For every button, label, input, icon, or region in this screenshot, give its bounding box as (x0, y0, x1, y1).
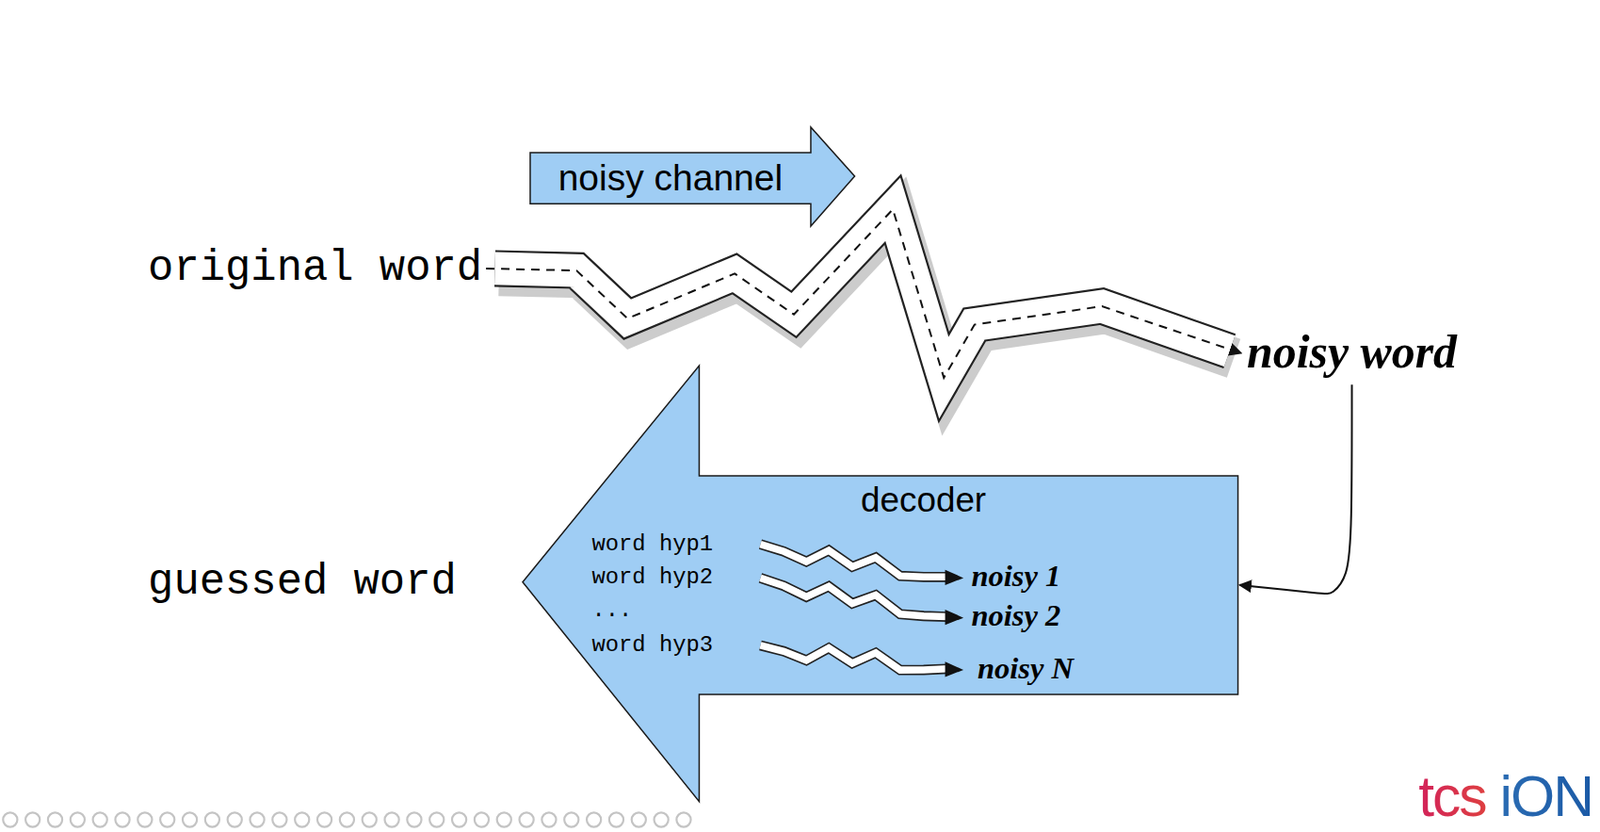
hypothesis-label: word hyp2 (591, 565, 713, 590)
noisy-word: noisy word (1246, 326, 1457, 379)
feedback-arrow (1239, 384, 1352, 594)
footer-icons (2, 811, 691, 826)
hypothesis-label: word hyp3 (591, 632, 713, 658)
decoder-label: decoder (860, 481, 986, 520)
original-word: original word (147, 244, 483, 292)
mini-channel (759, 544, 964, 585)
channel-label: noisy channel (558, 157, 784, 198)
mini-channel (759, 645, 964, 678)
guessed-word: guessed word (147, 558, 457, 606)
word-label: guessed word (147, 558, 457, 606)
mini-channel (759, 577, 964, 625)
channel-arrow: noisy channel (530, 127, 856, 227)
noisy-label: noisy 2 (971, 599, 1062, 634)
decoder-arrow: decoder word hyp1 word hyp2... word hyp3 noi… (522, 365, 1239, 802)
ellipsis: ... (591, 597, 632, 623)
hypothesis-label: word hyp1 (591, 531, 713, 556)
logo-text: tcs iON (1418, 764, 1593, 828)
noisy-label: noisy N (977, 651, 1074, 686)
channel-path (485, 209, 1242, 378)
noisy-label: noisy 1 (971, 559, 1062, 594)
word-label: original word (147, 244, 483, 292)
noisy-word-label: noisy word (1246, 326, 1457, 379)
noisy-channel-band (495, 209, 1234, 385)
